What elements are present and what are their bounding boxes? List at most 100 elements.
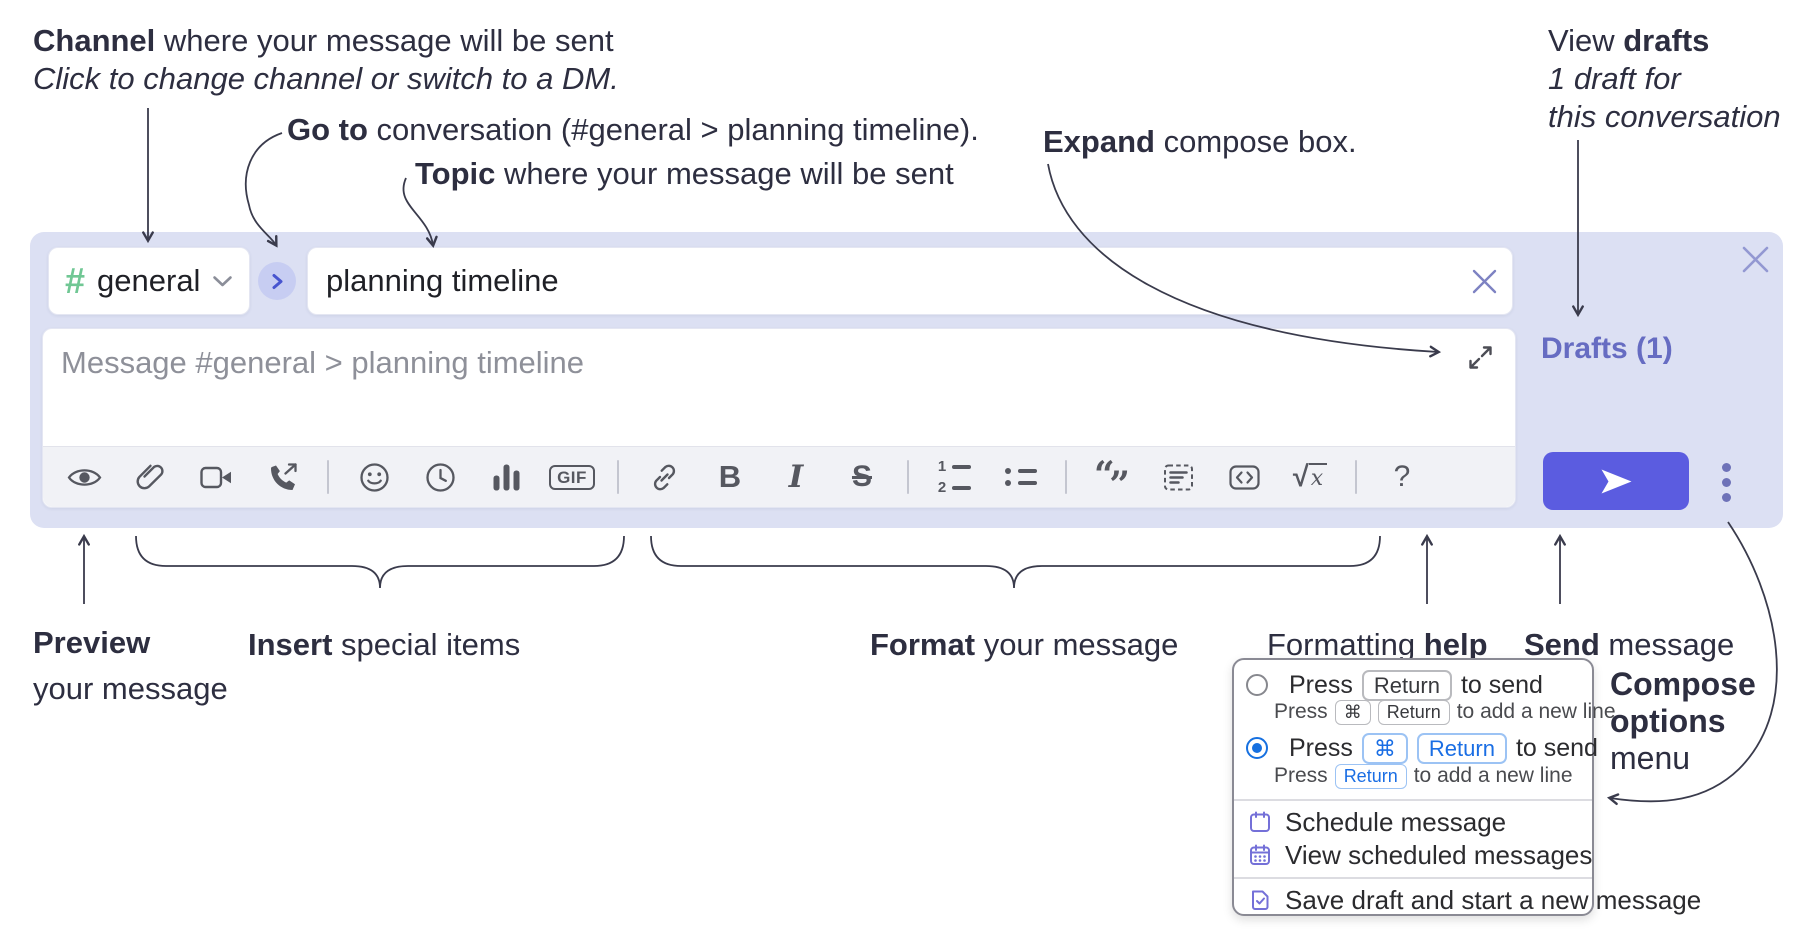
radio-unchecked-icon[interactable]	[1246, 674, 1268, 696]
cmd-keycap: ⌘	[1361, 732, 1408, 764]
compose-box: # general Message #general > planning ti…	[30, 232, 1783, 528]
formatting-toolbar: GIF B I S	[43, 446, 1515, 507]
return-keycap: Return	[1377, 699, 1450, 725]
kebab-menu-icon	[1721, 477, 1731, 487]
clock-icon	[425, 462, 456, 493]
chevron-right-icon	[271, 273, 284, 290]
help-label-bold: help	[1423, 627, 1488, 662]
send-option-return[interactable]: Press Return to send	[1246, 668, 1543, 702]
code-block-button[interactable]	[1157, 454, 1199, 500]
option-text: Press	[1289, 733, 1353, 762]
format-label-rest: your message	[975, 627, 1179, 662]
cmd-keycap: ⌘	[1334, 699, 1371, 725]
menu-item-view-scheduled[interactable]: View scheduled messages	[1248, 838, 1592, 872]
question-mark-icon: ?	[1393, 460, 1411, 493]
video-clip-button[interactable]	[195, 454, 237, 500]
option-subtext: Press	[1274, 700, 1328, 723]
code-icon	[1228, 462, 1260, 493]
channel-name: general	[97, 263, 201, 298]
audio-call-button[interactable]	[261, 454, 303, 500]
paperclip-icon	[136, 462, 165, 493]
option-text: to send	[1515, 733, 1598, 762]
channel-note: Channel where your message will be sent …	[33, 22, 619, 98]
gif-button[interactable]: GIF	[549, 454, 595, 500]
emoji-button[interactable]	[353, 454, 395, 500]
preview-button[interactable]	[63, 454, 105, 500]
attach-file-button[interactable]	[129, 454, 171, 500]
send-option-cmd-return[interactable]: Press ⌘ Return to send	[1246, 731, 1598, 765]
draft-check-icon	[1248, 888, 1272, 912]
sqrt-variable: x	[1308, 462, 1328, 491]
topic-note: Topic where your message will be sent	[415, 155, 954, 193]
view-drafts-note: View drafts 1 draft for this conversatio…	[1548, 22, 1781, 136]
menu-item-save-draft[interactable]: Save draft and start a new message	[1248, 883, 1701, 917]
quote-glyph: “	[1094, 454, 1115, 496]
bold-button[interactable]: B	[709, 454, 751, 500]
expand-note: Expand compose box.	[1043, 123, 1357, 161]
menu-divider	[1234, 799, 1592, 801]
formatting-help-button[interactable]: ?	[1381, 454, 1423, 500]
channel-note-rest: where your message will be sent	[155, 23, 614, 58]
goto-conversation-button[interactable]	[258, 262, 296, 300]
drafts-link[interactable]: Drafts (1)	[1541, 332, 1673, 365]
radio-checked-icon[interactable]	[1246, 737, 1268, 759]
ordered-list-button[interactable]: 1 2	[933, 454, 975, 500]
goto-note-bold: Go to	[287, 112, 368, 147]
format-brace	[650, 535, 1381, 589]
gif-icon: GIF	[549, 464, 595, 490]
insert-label-bold: Insert	[248, 627, 333, 662]
drafts-note-regular: View	[1548, 23, 1624, 58]
channel-note-bold: Channel	[33, 23, 156, 58]
eye-icon	[67, 465, 102, 490]
expand-compose-button[interactable]	[1465, 342, 1495, 372]
insert-brace	[135, 535, 625, 589]
topic-note-bold: Topic	[415, 156, 496, 191]
toolbar-separator	[907, 460, 909, 494]
code-button[interactable]	[1223, 454, 1265, 500]
channel-selector[interactable]: # general	[48, 247, 250, 315]
option-subtext: Press	[1274, 764, 1328, 787]
send-icon	[1598, 466, 1635, 497]
poll-button[interactable]	[485, 454, 527, 500]
italic-icon: I	[788, 459, 804, 495]
compose-options-button[interactable]	[1711, 454, 1741, 510]
preview-label-bold: Preview	[33, 625, 151, 660]
message-input[interactable]: Message #general > planning timeline	[42, 328, 1516, 508]
italic-button[interactable]: I	[775, 454, 817, 500]
preview-label-line2: your message	[33, 671, 228, 706]
blockquote-button[interactable]: “ ”	[1091, 454, 1133, 503]
kebab-menu-icon	[1721, 462, 1731, 472]
return-keycap: Return	[1334, 763, 1407, 789]
code-block-icon	[1163, 462, 1194, 493]
formula-icon: √ x	[1292, 460, 1328, 493]
topic-input[interactable]	[307, 247, 1513, 315]
formula-button[interactable]: √ x	[1289, 454, 1331, 500]
blockquote-icon: “ ”	[1094, 457, 1130, 503]
formatting-help-label: Formatting help	[1267, 622, 1488, 668]
bullet-list-button[interactable]	[999, 454, 1041, 500]
bar-chart-icon	[493, 463, 520, 491]
expand-note-rest: compose box.	[1154, 124, 1357, 159]
link-button[interactable]	[643, 454, 685, 500]
close-compose-button[interactable]	[1736, 240, 1774, 278]
insert-label-rest: special items	[332, 627, 521, 662]
strikethrough-button[interactable]: S	[841, 454, 883, 500]
return-keycap: Return	[1416, 732, 1507, 764]
kebab-menu-icon	[1721, 492, 1731, 502]
topic-note-rest: where your message will be sent	[495, 156, 954, 191]
toolbar-separator	[617, 460, 619, 494]
sqrt-glyph: √	[1292, 460, 1309, 493]
toolbar-separator	[1355, 460, 1357, 494]
toolbar-separator	[327, 460, 329, 494]
compose-options-label: Compose options menu	[1610, 666, 1756, 777]
send-button[interactable]	[1543, 452, 1689, 510]
send-label-bold: Send	[1524, 627, 1600, 662]
bold-icon: B	[718, 459, 742, 494]
topic-clear-button[interactable]	[1470, 267, 1498, 295]
format-label-bold: Format	[870, 627, 976, 662]
options-label-line3: menu	[1610, 740, 1691, 776]
clock-button[interactable]	[419, 454, 461, 500]
menu-item-schedule-message[interactable]: Schedule message	[1248, 805, 1506, 839]
ordered-list-icon: 1 2	[937, 459, 971, 495]
